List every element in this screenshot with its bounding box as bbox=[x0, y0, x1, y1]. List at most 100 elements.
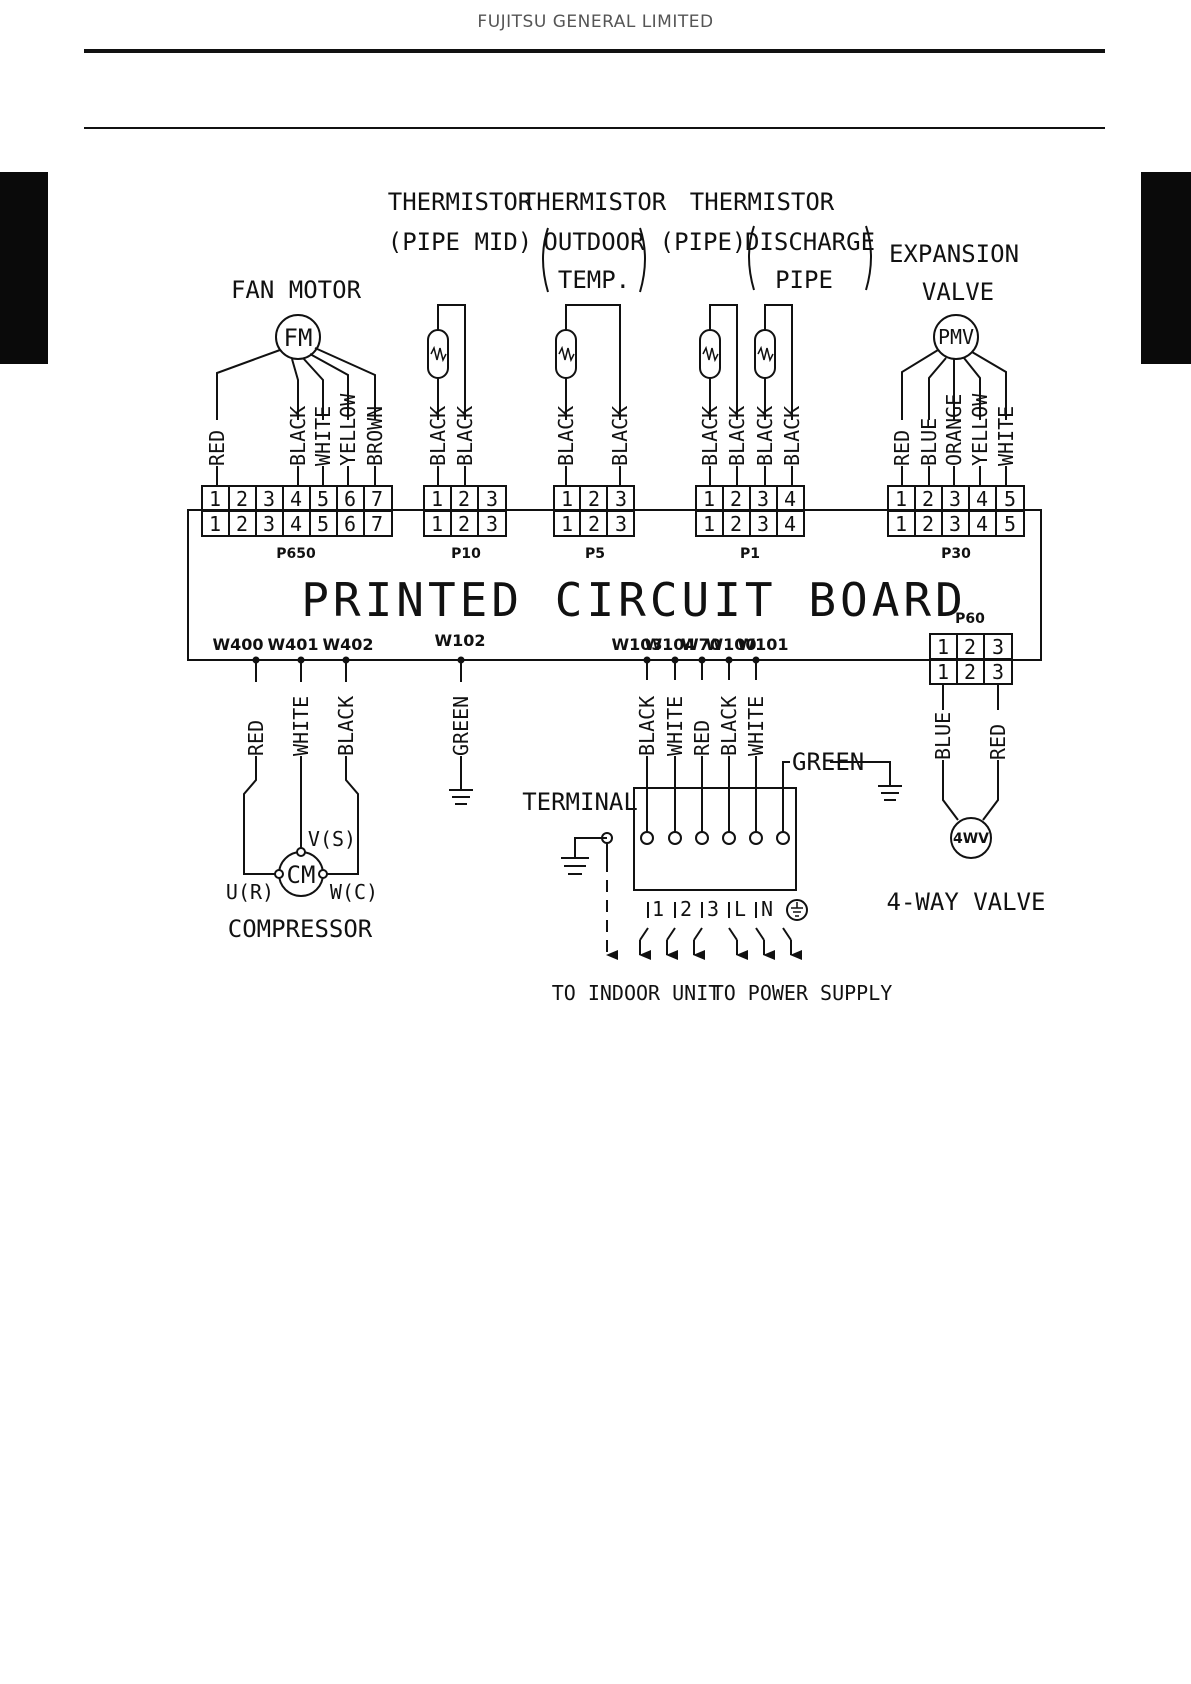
svg-text:3: 3 bbox=[486, 487, 498, 511]
svg-text:2: 2 bbox=[730, 512, 742, 536]
svg-text:4: 4 bbox=[290, 512, 302, 536]
svg-text:7: 7 bbox=[371, 487, 383, 511]
svg-text:GREEN: GREEN bbox=[449, 696, 473, 756]
to-power-label: TO POWER SUPPLY bbox=[712, 981, 893, 1005]
svg-text:5: 5 bbox=[317, 487, 329, 511]
svg-text:3: 3 bbox=[263, 487, 275, 511]
svg-text:3: 3 bbox=[949, 512, 961, 536]
svg-text:BLUE: BLUE bbox=[917, 418, 941, 466]
svg-text:BLACK: BLACK bbox=[780, 406, 804, 466]
svg-text:6: 6 bbox=[344, 512, 356, 536]
fan-wire-brown bbox=[314, 347, 376, 420]
svg-text:5: 5 bbox=[1004, 512, 1016, 536]
svg-text:3: 3 bbox=[992, 635, 1004, 659]
svg-text:4WV: 4WV bbox=[953, 831, 989, 847]
terminal-label: TERMINAL bbox=[522, 788, 638, 816]
svg-text:PIPE: PIPE bbox=[775, 266, 833, 294]
svg-text:1: 1 bbox=[431, 487, 443, 511]
terminal-block bbox=[633, 787, 797, 891]
svg-text:2: 2 bbox=[922, 487, 934, 511]
svg-text:W100: W100 bbox=[705, 635, 756, 654]
svg-text:W101: W101 bbox=[737, 635, 788, 654]
expansion-valve-title: EXPANSION bbox=[889, 240, 1019, 268]
svg-text:1: 1 bbox=[652, 897, 664, 921]
connector-p1 bbox=[695, 485, 805, 537]
svg-text:(PIPE): (PIPE) bbox=[660, 228, 747, 256]
svg-text:1: 1 bbox=[937, 660, 949, 684]
svg-text:2: 2 bbox=[922, 512, 934, 536]
fan-black-label: BLACK bbox=[286, 406, 310, 466]
thermistor-pipe-title: THERMISTOR bbox=[690, 188, 835, 216]
thermistor-pipe-mid-title: THERMISTOR bbox=[388, 188, 533, 216]
svg-text:BLACK: BLACK bbox=[635, 696, 659, 756]
svg-text:BLACK: BLACK bbox=[426, 406, 450, 466]
svg-text:YELLOW: YELLOW bbox=[968, 393, 992, 466]
svg-text:2: 2 bbox=[236, 487, 248, 511]
fan-yellow-label: YELLOW bbox=[336, 393, 360, 466]
connector-p60 bbox=[929, 633, 1013, 685]
svg-text:BLACK: BLACK bbox=[453, 406, 477, 466]
svg-text:1: 1 bbox=[561, 487, 573, 511]
compressor-label: COMPRESSOR bbox=[228, 915, 373, 943]
svg-text:BLACK: BLACK bbox=[753, 406, 777, 466]
svg-text:2: 2 bbox=[964, 635, 976, 659]
svg-text:P5: P5 bbox=[585, 546, 605, 562]
svg-text:1: 1 bbox=[209, 487, 221, 511]
header-rule-thick bbox=[84, 49, 1105, 53]
svg-text:W400: W400 bbox=[212, 635, 263, 654]
svg-text:RED: RED bbox=[986, 724, 1010, 760]
fan-wire-black bbox=[291, 358, 299, 420]
svg-text:4: 4 bbox=[784, 512, 796, 536]
svg-text:2: 2 bbox=[680, 897, 692, 921]
svg-text:6: 6 bbox=[344, 487, 356, 511]
fan-white-label: WHITE bbox=[311, 406, 335, 466]
fan-wire-drops bbox=[216, 466, 376, 486]
svg-text:WHITE: WHITE bbox=[994, 406, 1018, 466]
svg-text:DISCHARGE: DISCHARGE bbox=[745, 228, 875, 256]
svg-text:W402: W402 bbox=[322, 635, 373, 654]
svg-text:P60: P60 bbox=[955, 611, 985, 627]
svg-text:W70: W70 bbox=[681, 635, 721, 654]
expansion-valve-symbol bbox=[933, 314, 979, 360]
svg-text:BLACK: BLACK bbox=[334, 696, 358, 756]
svg-text:1: 1 bbox=[703, 487, 715, 511]
svg-text:1: 1 bbox=[937, 635, 949, 659]
svg-text:3: 3 bbox=[757, 512, 769, 536]
header-company: FUJITSU GENERAL LIMITED bbox=[477, 12, 714, 32]
svg-text:GREEN: GREEN bbox=[792, 748, 864, 776]
p10-wires bbox=[437, 304, 466, 420]
svg-text:BLACK: BLACK bbox=[717, 696, 741, 756]
fan-wire-white bbox=[302, 357, 324, 420]
pcb-label: PRINTED CIRCUIT BOARD bbox=[301, 573, 967, 627]
svg-text:P1: P1 bbox=[740, 546, 760, 562]
svg-text:4: 4 bbox=[290, 487, 302, 511]
to-indoor-label: TO INDOOR UNIT bbox=[552, 981, 721, 1005]
connector-p10 bbox=[423, 485, 507, 537]
svg-text:2: 2 bbox=[458, 512, 470, 536]
svg-text:4: 4 bbox=[784, 487, 796, 511]
fan-motor-label: FAN MOTOR bbox=[231, 276, 362, 304]
svg-text:3: 3 bbox=[486, 512, 498, 536]
svg-text:3: 3 bbox=[615, 512, 627, 536]
svg-text:3: 3 bbox=[615, 487, 627, 511]
svg-text:P30: P30 bbox=[941, 546, 971, 562]
four-way-valve-symbol bbox=[950, 817, 992, 859]
compressor-wires bbox=[243, 660, 359, 875]
svg-text:2: 2 bbox=[964, 660, 976, 684]
svg-text:BLUE: BLUE bbox=[931, 712, 955, 760]
svg-text:BLACK: BLACK bbox=[554, 406, 578, 466]
svg-text:5: 5 bbox=[1004, 487, 1016, 511]
fourway-wires bbox=[942, 684, 999, 821]
fan-motor-symbol-text: FM bbox=[284, 324, 313, 352]
svg-text:WHITE: WHITE bbox=[663, 696, 687, 756]
svg-text:RED: RED bbox=[244, 720, 268, 756]
svg-text:2: 2 bbox=[730, 487, 742, 511]
fan-wire-yellow bbox=[309, 353, 349, 420]
svg-text:1: 1 bbox=[209, 512, 221, 536]
svg-text:WHITE: WHITE bbox=[289, 696, 313, 756]
svg-text:RED: RED bbox=[690, 720, 714, 756]
connector-p30 bbox=[887, 485, 1025, 537]
svg-text:3: 3 bbox=[992, 660, 1004, 684]
svg-text:N: N bbox=[761, 897, 773, 921]
